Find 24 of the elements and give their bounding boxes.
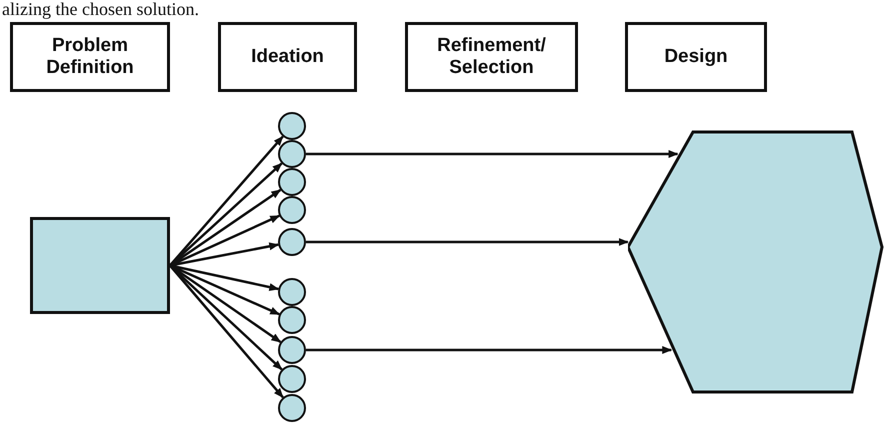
arrow — [306, 150, 679, 158]
stage-title: Ideation — [251, 46, 324, 68]
idea-circle — [278, 336, 306, 364]
idea-circle — [278, 306, 306, 334]
stage-header-box — [405, 22, 578, 92]
arrow — [306, 346, 672, 354]
idea-circle — [278, 168, 306, 196]
stage-header-box — [218, 22, 357, 92]
idea-circle — [278, 365, 306, 393]
idea-circle — [278, 228, 306, 256]
stage-title: Problem Definition — [45, 35, 135, 79]
idea-circle — [278, 278, 306, 306]
arrow — [306, 238, 629, 246]
idea-circle — [278, 196, 306, 224]
stage-header-box — [10, 22, 170, 92]
stage-header-box — [625, 22, 767, 92]
design-hexagon — [628, 130, 884, 394]
idea-circle — [278, 112, 306, 140]
idea-circle — [278, 140, 306, 168]
problem-box — [30, 217, 170, 314]
stage-title: Design — [664, 46, 728, 68]
idea-circle — [278, 394, 306, 422]
caption-text: alizing the chosen solution. — [2, 0, 199, 20]
stage-title: Refinement/ Selection — [436, 35, 547, 79]
